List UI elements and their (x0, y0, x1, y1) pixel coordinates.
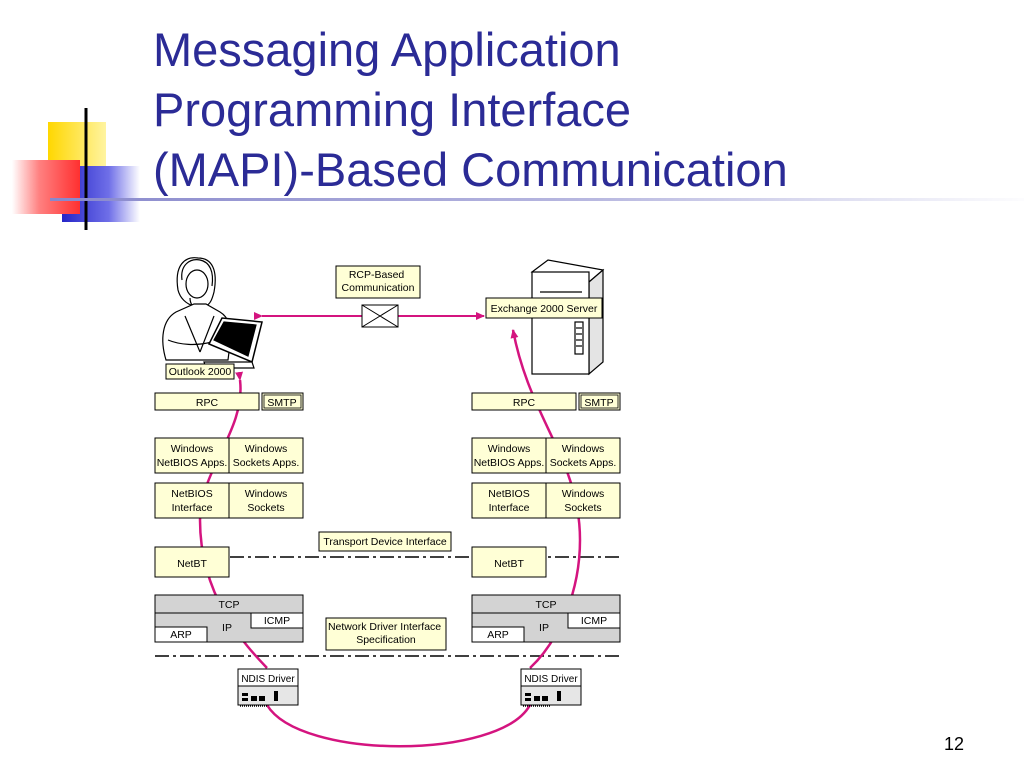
netbt-box (154, 546, 230, 578)
sockets-apps-box (228, 437, 304, 474)
page-title: Messaging Application Programming Interf… (153, 20, 993, 200)
smtp-label: SMTP (267, 397, 296, 409)
netbios-interface-box (154, 482, 230, 519)
ndis-driver-label: NDIS Driver (241, 674, 295, 685)
server-app-label: Exchange 2000 Server (491, 303, 598, 315)
rpc-box (154, 392, 260, 411)
ip-label: IP (222, 622, 232, 634)
ndis-driver-label: NDIS Driver (524, 674, 578, 685)
ip-label: IP (539, 622, 549, 634)
envelope-icon (361, 304, 399, 328)
logo-red-square (12, 160, 80, 214)
network-path-bottom (265, 704, 532, 748)
title-line-2: Programming Interface (153, 83, 632, 136)
arp-label: ARP (170, 629, 192, 641)
slide-number: 12 (943, 734, 964, 754)
transport-device-interface-label: Transport Device Interface (323, 536, 446, 548)
rpc-communication-label: RCP-Based Communication (342, 269, 415, 294)
smtp-box (261, 392, 304, 411)
title-underline (50, 198, 1024, 201)
netbios-apps-box (471, 437, 547, 474)
arp-box (471, 626, 525, 643)
arp-label: ARP (487, 629, 509, 641)
icmp-label: ICMP (264, 615, 290, 627)
netbt-box (471, 546, 547, 578)
sockets-apps-box (545, 437, 621, 474)
rpc-label: RPC (196, 397, 219, 409)
windows-sockets-box (545, 482, 621, 519)
user-with-laptop-icon (162, 257, 263, 369)
title-line-1: Messaging Application (153, 23, 621, 76)
windows-sockets-box (228, 482, 304, 519)
netbt-label: NetBT (494, 558, 524, 570)
ndis-spec-label: Network Driver Interface Specification (328, 621, 444, 646)
netbt-label: NetBT (177, 558, 207, 570)
rpc-label: RPC (513, 397, 536, 409)
icmp-box (250, 612, 304, 629)
decorative-logo (12, 108, 140, 230)
client-app-label: Outlook 2000 (169, 366, 232, 378)
arp-box (154, 626, 208, 643)
smtp-box (578, 392, 621, 411)
rpc-box (471, 392, 577, 411)
icmp-label: ICMP (581, 615, 607, 627)
network-card-icon (520, 685, 582, 707)
title-line-3: (MAPI)-Based Communication (153, 143, 788, 196)
network-card-icon (237, 685, 299, 707)
client-path-down (198, 371, 268, 669)
tcp-label: TCP (536, 599, 557, 611)
icmp-box (567, 612, 621, 629)
tcp-label: TCP (219, 599, 240, 611)
smtp-label: SMTP (584, 397, 613, 409)
server-tower-icon (530, 259, 605, 376)
